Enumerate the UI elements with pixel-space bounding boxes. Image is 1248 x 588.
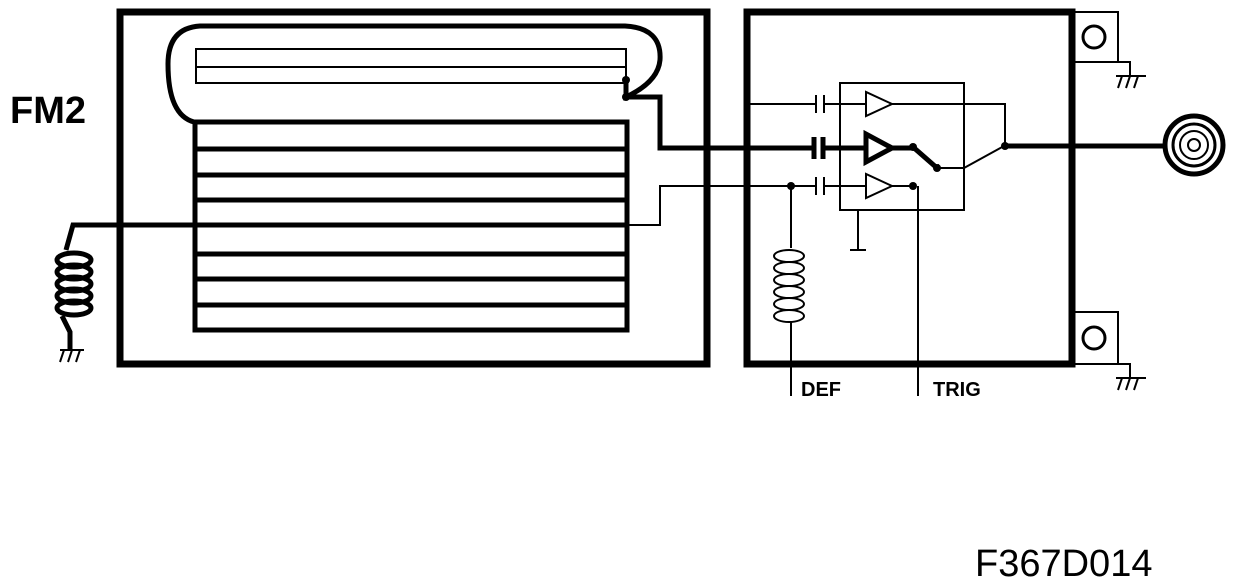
top-output-wire [892,103,1006,146]
trigger-signal-wire [627,185,815,226]
coil-icon [54,250,94,350]
coil-icon [773,249,805,323]
coaxial-connector-icon [1162,113,1226,177]
trig-label: TRIG [933,379,981,401]
junction-dot [622,76,630,84]
capacitor-icon [815,177,825,195]
amplifier-icon [865,172,895,200]
amplifier-icon [863,129,898,167]
loop-wire [165,23,663,125]
capacitor-icon [815,95,825,113]
mounting-screw-icon [1071,311,1131,378]
ground-icon [59,349,84,363]
amplifier-icon [865,90,895,118]
switch-output-wire [937,145,1005,169]
figure-id: F367D014 [975,543,1152,585]
upper-electrode [195,48,627,84]
mounting-screw-icon [1071,11,1131,76]
fm2-module-box [116,8,711,368]
bias-wire [63,222,627,251]
capacitor-icon [811,137,826,159]
ground-icon [1116,377,1146,391]
amplifier-module-box [743,8,1076,368]
signal-wire-main [626,94,812,151]
ground-icon [1116,75,1146,89]
def-label: DEF [801,379,841,401]
module-label: FM2 [10,90,86,132]
